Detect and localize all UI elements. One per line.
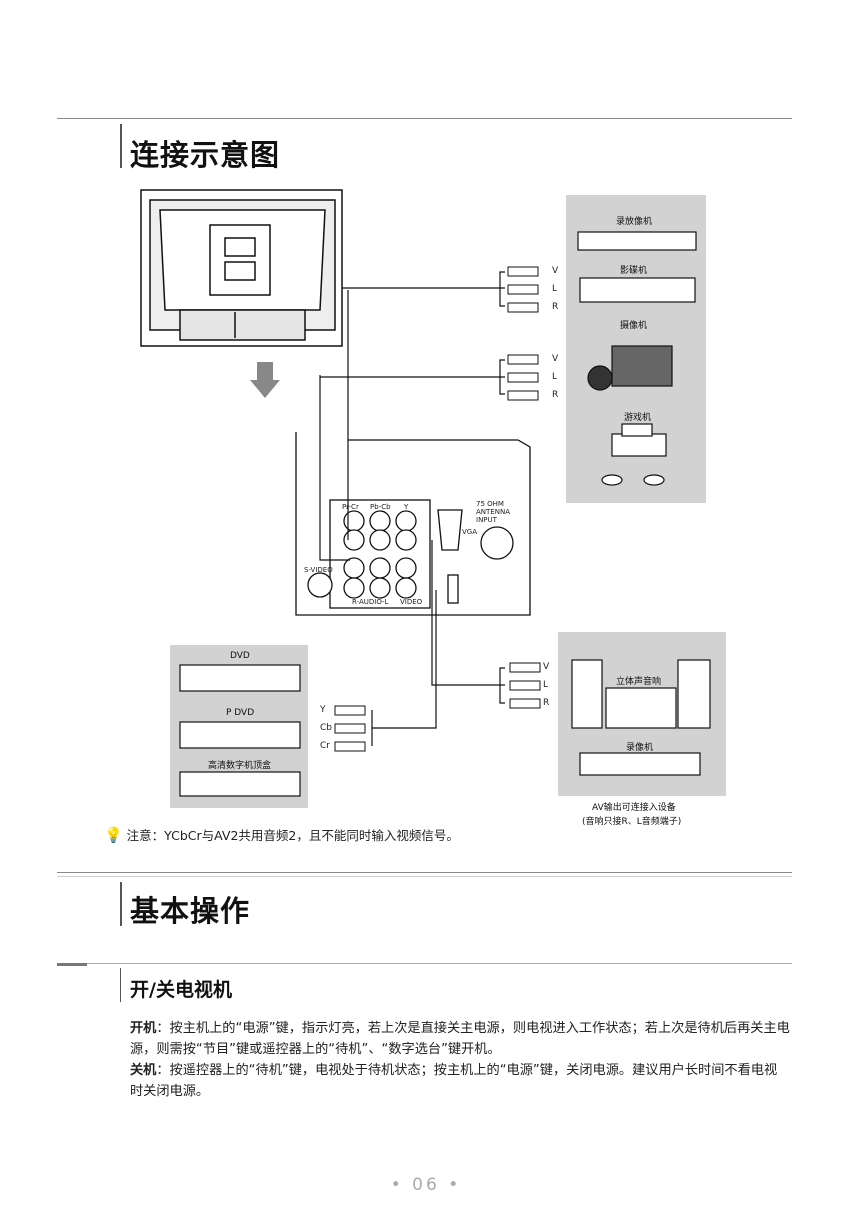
- jack-label-r1: R: [552, 302, 559, 312]
- tv-input-panel: [295, 432, 531, 616]
- signal-cables: [319, 271, 505, 746]
- jack-label-v2: V: [552, 354, 559, 364]
- cable-plugs: [334, 266, 541, 752]
- power-off-paragraph: 关机：按遥控器上的“待机”键，电视处于待机状态；按主机上的“电源”键，关闭电源。…: [130, 1060, 790, 1102]
- audio-caption-line1: AV输出可连接入设备: [592, 803, 676, 813]
- device-label-dvd-player: 影碟机: [620, 266, 648, 276]
- top-rule: [57, 118, 792, 119]
- power-on-text: ：按主机上的“电源”键，指示灯亮，若上次是直接关主电源，则电视进入工作状态；若上…: [130, 1021, 790, 1057]
- note-text: 注意：YCbCr与AV2共用音频2，且不能同时输入视频信号。: [126, 828, 459, 843]
- device-label-dvd: DVD: [230, 651, 250, 661]
- device-label-camcorder: 摄像机: [620, 321, 648, 331]
- lightbulb-icon: 💡: [104, 826, 123, 844]
- power-on-paragraph: 开机：按主机上的“电源”键，指示灯亮，若上次是直接关主电源，则电视进入工作状态；…: [130, 1018, 790, 1060]
- panel-label-y: Y: [404, 503, 409, 511]
- jack-label-l2: L: [552, 372, 558, 382]
- jack-label-out-v: V: [543, 662, 550, 672]
- device-label-vcr-recorder: 录像机: [626, 743, 654, 753]
- jack-label-v1: V: [552, 266, 559, 276]
- section2-marker: [120, 882, 122, 926]
- section-title-connection: 连接示意图: [130, 138, 281, 172]
- diagram-note: 💡 注意：YCbCr与AV2共用音频2，且不能同时输入视频信号。: [104, 825, 459, 844]
- page-number: • 06 •: [390, 1175, 462, 1195]
- power-off-text: ：按遥控器上的“待机”键，电视处于待机状态；按主机上的“电源”键，关闭电源。建议…: [130, 1063, 778, 1099]
- tv-back-illustration: [140, 189, 343, 347]
- panel-label-svideo: S-VIDEO: [304, 566, 333, 574]
- device-icons-left: [179, 664, 301, 797]
- subsection-rule: [57, 963, 792, 964]
- jack-label-out-r: R: [543, 698, 550, 708]
- subsection-title-power: 开/关电视机: [130, 979, 232, 1001]
- device-icons-audio: [571, 659, 711, 776]
- device-label-vcr: 录放像机: [616, 217, 653, 227]
- section-marker: [120, 124, 122, 168]
- section2-rule-bottom: [57, 876, 792, 877]
- jack-label-l1: L: [552, 284, 558, 294]
- panel-label-antenna: 75 OHM ANTENNA INPUT: [476, 500, 510, 524]
- section-title-basic-operation: 基本操作: [130, 894, 251, 928]
- device-label-p-dvd: P DVD: [226, 708, 255, 718]
- power-off-label: 关机: [130, 1063, 157, 1078]
- down-arrow: [250, 362, 280, 398]
- panel-label-pr: Pr-Cr: [342, 503, 359, 511]
- power-on-label: 开机: [130, 1021, 157, 1036]
- jack-label-cb: Cb: [320, 723, 332, 733]
- subsection-accent: [57, 963, 87, 966]
- device-label-stereo: 立体声音响: [616, 677, 662, 687]
- panel-label-vga: VGA: [462, 528, 478, 536]
- panel-label-pb: Pb-Cb: [370, 503, 391, 511]
- audio-caption-line2: (音响只接R、L音频端子): [582, 817, 682, 827]
- subsection-marker: [120, 968, 121, 1002]
- section2-rule-top: [57, 872, 792, 873]
- jack-label-out-l: L: [543, 680, 549, 690]
- jack-label-r2: R: [552, 390, 559, 400]
- jack-label-y: Y: [320, 705, 326, 715]
- panel-label-video: VIDEO: [400, 598, 423, 606]
- device-label-settop-box: 高清数字机顶盒: [208, 761, 272, 771]
- panel-label-raudio: R-AUDIO-L: [352, 598, 389, 606]
- device-icons-right: [577, 231, 697, 486]
- jack-label-cr: Cr: [320, 741, 330, 751]
- device-label-game-console: 游戏机: [624, 413, 652, 423]
